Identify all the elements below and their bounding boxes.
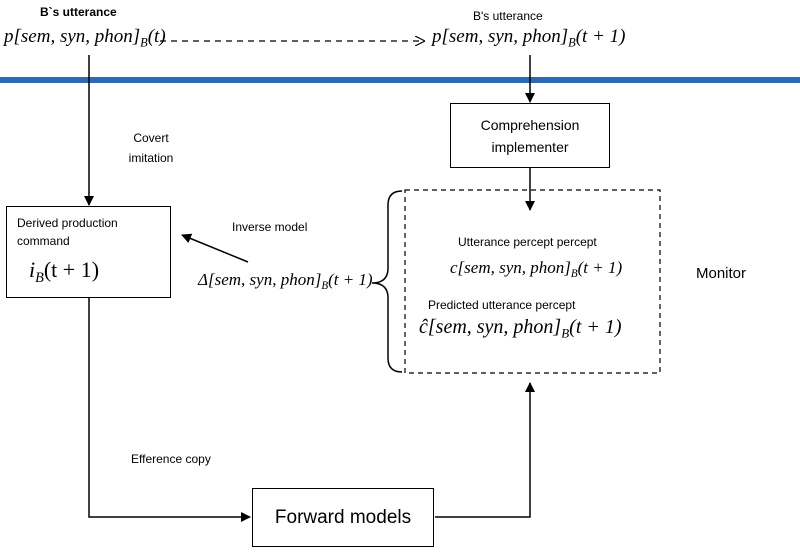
predicted-utterance-formula: ĉ[sem, syn, phon]B(t + 1): [419, 316, 622, 341]
forward-models-box: Forward models: [252, 488, 434, 547]
predicted-utterance-label: Predicted utterance percept: [428, 298, 576, 312]
top-left-formula: p[sem, syn, phon]B(t): [4, 26, 166, 50]
monitor-box: [404, 189, 661, 374]
covert-imitation-label: Covert imitation: [128, 131, 174, 165]
arrow-forward-to-monitor: [435, 382, 535, 518]
inverse-model-label: Inverse model: [232, 220, 308, 234]
divider-bar: [0, 77, 800, 83]
utterance-percept-label: Utterance percept percept: [458, 235, 597, 249]
top-right-formula: p[sem, syn, phon]B(t + 1): [432, 26, 626, 50]
monitor-label: Monitor: [696, 265, 747, 282]
arrow-efference-copy: [88, 298, 251, 522]
delta-formula: Δ[sem, syn, phon]B(t + 1): [198, 270, 373, 292]
top-left-label: B`s utterance: [40, 5, 117, 19]
top-right-label: B's utterance: [473, 9, 543, 23]
forward-models-label: Forward models: [274, 506, 412, 528]
derived-production-title: Derived production command: [17, 216, 118, 248]
utterance-percept-formula: c[sem, syn, phon]B(t + 1): [450, 258, 623, 280]
monitor-brace: [371, 190, 403, 373]
derived-production-formula: iB(t + 1): [29, 257, 100, 286]
derived-production-box: Derived production command iB(t + 1): [6, 206, 171, 298]
comprehension-implementer-label: Comprehension implementer: [480, 116, 580, 155]
arrow-inverse-model: [181, 233, 249, 263]
efference-copy-label: Efference copy: [131, 452, 211, 466]
comprehension-implementer-box: Comprehension implementer: [450, 103, 610, 168]
